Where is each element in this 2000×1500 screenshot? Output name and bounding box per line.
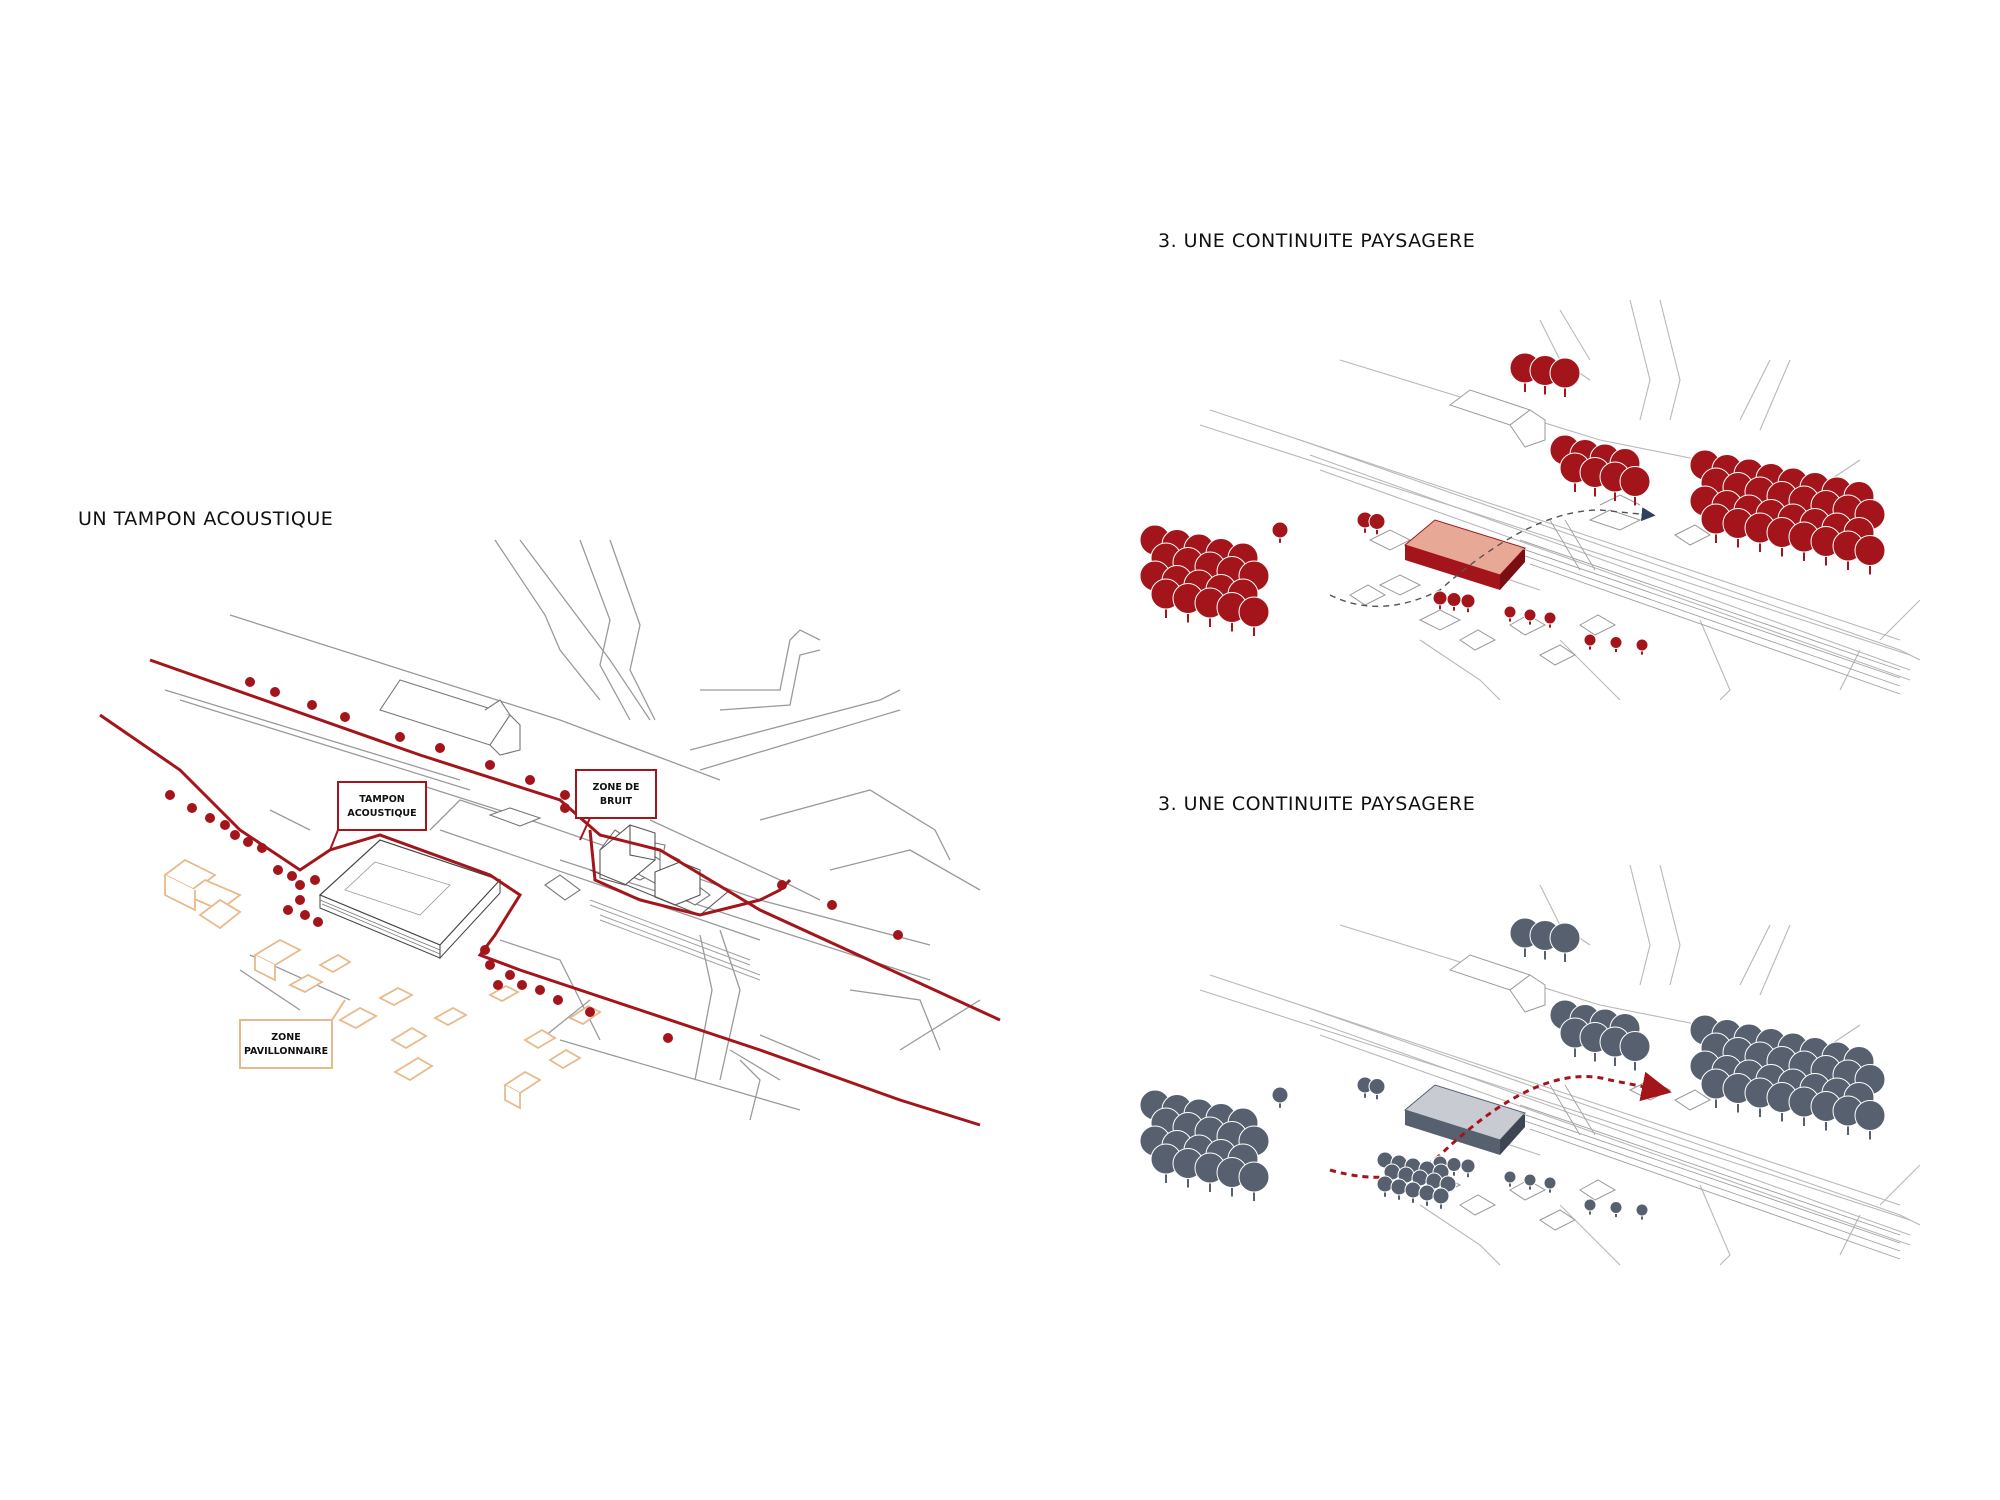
acoustic-buffer-building: [318, 839, 502, 960]
tree-canopy: [1549, 922, 1581, 954]
flow-arrow-grey: [1329, 507, 1656, 608]
tree-canopy: [1503, 605, 1517, 619]
tree-canopy: [1523, 1173, 1537, 1187]
tree-canopy: [1635, 638, 1649, 652]
station-building-grey: [1403, 1084, 1526, 1155]
tree-canopy: [1523, 608, 1537, 622]
tree-dots: [165, 677, 903, 1043]
tree-canopy: [1368, 513, 1386, 530]
tree-canopy: [1432, 1187, 1450, 1205]
callout-pavillonnaire-line2: PAVILLONNAIRE: [244, 1046, 328, 1057]
tree-canopy: [1619, 466, 1651, 497]
flow-arrow-red: [1329, 1071, 1672, 1179]
diagram-title-continuite-bottom: 3. UNE CONTINUITE PAYSAGERE: [1158, 793, 1476, 815]
callout-bruit-line2: BRUIT: [600, 796, 633, 807]
tree-canopy: [1609, 636, 1623, 649]
pavillonnaire-houses: [163, 858, 602, 1110]
tree-canopy: [1238, 596, 1270, 628]
tree-canopy: [1432, 590, 1448, 606]
tree-canopy: [1583, 633, 1597, 647]
callout-bruit: ZONE DE BRUIT: [575, 769, 657, 841]
station-building-red: [1403, 519, 1526, 590]
tree-canopy: [1609, 1201, 1623, 1214]
railway-bottom: [1519, 1084, 1901, 1260]
tree-canopy: [1418, 1184, 1436, 1202]
callout-pavillonnaire: ZONE PAVILLONNAIRE: [239, 999, 346, 1069]
tree-canopy: [1460, 1158, 1476, 1174]
callout-tampon-line2: ACOUSTIQUE: [347, 808, 416, 819]
noise-zone-buildings: [589, 824, 731, 916]
tree-canopy: [1446, 1157, 1462, 1172]
railway: [589, 899, 761, 981]
tree-canopy: [1854, 535, 1886, 566]
diagram-title-tampon: UN TAMPON ACOUSTIQUE: [78, 508, 334, 530]
tree-canopy: [1503, 1170, 1517, 1184]
map-continuite-red: [1139, 299, 1921, 701]
map-continuite-grey: [1139, 864, 1921, 1266]
tree-canopy: [1854, 1100, 1886, 1131]
tree-clusters-red: [1139, 352, 1886, 655]
tree-canopy: [1460, 593, 1476, 609]
red-boundary-lines: [99, 658, 1001, 1127]
tree-canopy: [1583, 1198, 1597, 1212]
tree-canopy: [1446, 592, 1462, 607]
buildings-bottom: [1418, 954, 1711, 1231]
callout-tampon-line1: TAMPON: [359, 794, 405, 805]
tree-canopy: [1619, 1031, 1651, 1062]
tree-canopy: [1390, 1178, 1408, 1196]
tree-canopy: [1238, 1161, 1270, 1193]
callout-tampon: TAMPON ACOUSTIQUE: [329, 781, 427, 851]
road-network-top: [1199, 299, 1921, 701]
railway-top: [1519, 519, 1901, 695]
tree-canopy: [1549, 357, 1581, 389]
tree-clusters-grey: [1139, 917, 1886, 1220]
tree-canopy: [1543, 1176, 1557, 1190]
tree-canopy: [1271, 521, 1289, 539]
tree-canopy: [1543, 611, 1557, 625]
tree-canopy: [1404, 1181, 1422, 1199]
map-acoustic-buffer: TAMPON ACOUSTIQUE ZONE DE BRUIT ZONE PAV…: [99, 539, 1001, 1127]
tree-canopy: [1635, 1203, 1649, 1217]
callout-bruit-line1: ZONE DE: [592, 782, 639, 793]
callout-pavillonnaire-line1: ZONE: [271, 1032, 300, 1043]
buildings-top: [1349, 389, 1711, 666]
diagram-title-continuite-top: 3. UNE CONTINUITE PAYSAGERE: [1158, 230, 1476, 252]
tree-canopy: [1368, 1078, 1386, 1095]
tree-canopy: [1271, 1086, 1289, 1104]
tree-canopy: [1376, 1175, 1394, 1193]
